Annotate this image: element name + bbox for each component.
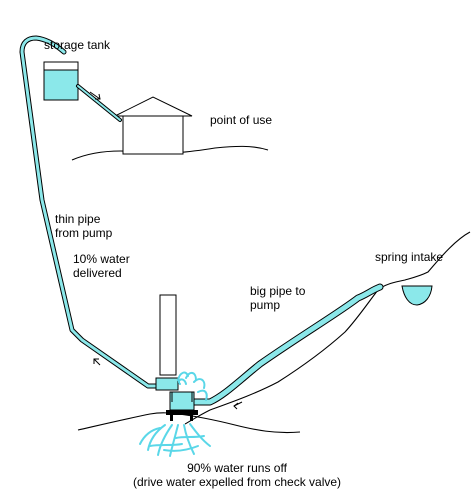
arrow-delivery-pipe	[93, 358, 101, 366]
label-runoff-line2: (drive water expelled from check valve)	[132, 475, 342, 489]
delivery-pipe	[20, 36, 162, 388]
pump-delivery-valve	[155, 377, 179, 391]
drive-pipe	[185, 284, 383, 405]
label-big-pipe-line1: big pipe to	[250, 284, 306, 298]
arrow-drive-pipe	[233, 401, 243, 410]
spring-intake-basin	[401, 285, 433, 306]
spring-hillside	[184, 231, 471, 425]
label-water-delivered-line2: delivered	[73, 266, 122, 280]
pump-ground-line	[77, 412, 301, 434]
label-thin-pipe-line2: from pump	[55, 226, 113, 240]
label-storage-tank: storage tank	[44, 38, 111, 52]
pump-waste-valve	[169, 391, 195, 411]
ram-pump	[155, 294, 198, 421]
pump-base	[166, 410, 198, 415]
label-big-pipe-line2: pump	[250, 298, 281, 312]
point-of-use-house	[114, 96, 193, 155]
arrow-tank-to-house	[89, 91, 101, 100]
flow-arrows	[89, 91, 243, 410]
air-chamber	[159, 294, 177, 376]
storage-tank	[43, 61, 79, 101]
label-water-delivered-line1: 10% water	[73, 252, 130, 266]
check-valve-spray	[177, 371, 208, 401]
label-thin-pipe-line1: thin pipe	[55, 212, 101, 226]
label-runoff-line1: 90% water runs off	[187, 461, 287, 475]
label-spring-intake: spring intake	[375, 250, 444, 264]
label-point-of-use: point of use	[210, 113, 273, 127]
supply-pipe	[77, 85, 121, 121]
runoff-water	[139, 423, 211, 457]
tank-water	[43, 69, 79, 101]
